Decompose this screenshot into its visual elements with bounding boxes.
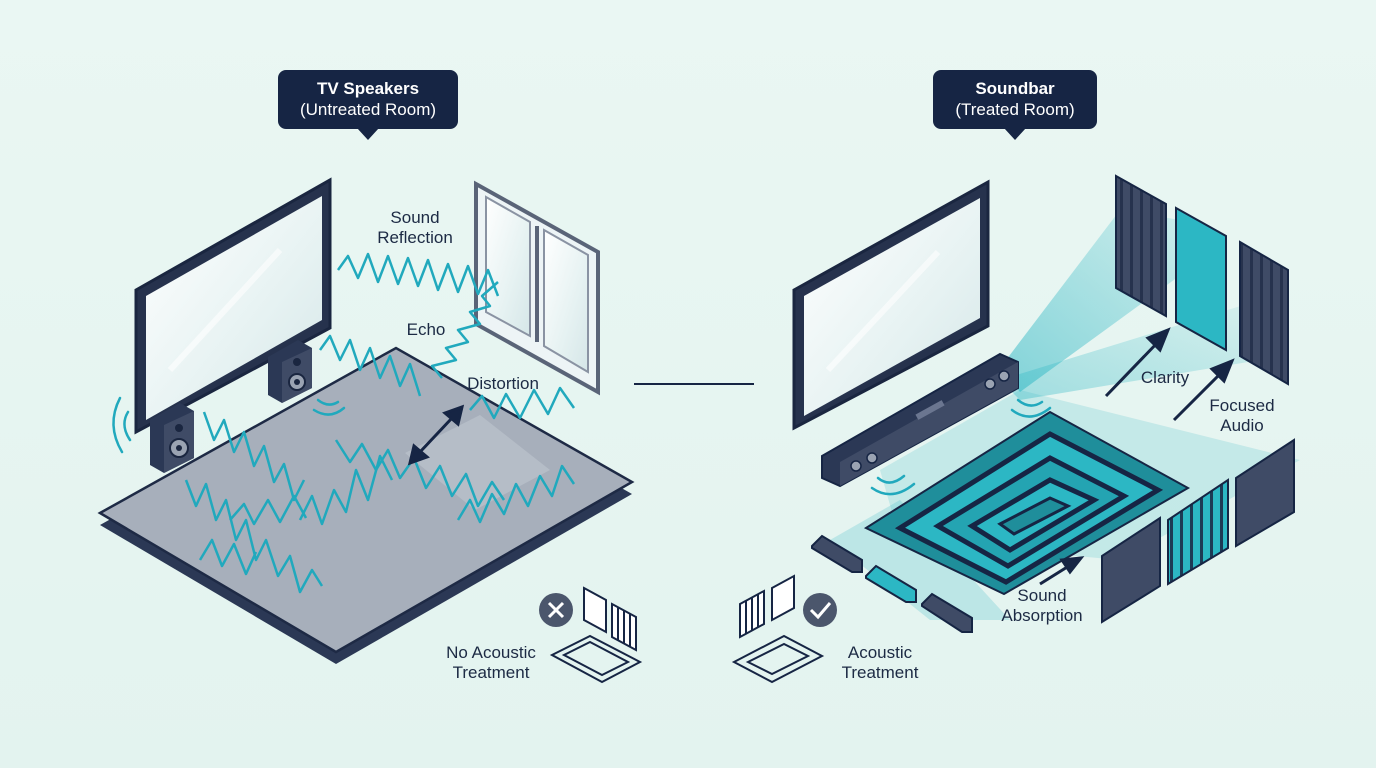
x-circle-icon xyxy=(539,593,573,627)
clarity-label: Clarity xyxy=(1132,368,1198,388)
sound-reflection-label: Sound Reflection xyxy=(372,208,458,248)
treatment-legend: Acoustic Treatment xyxy=(832,643,928,683)
sound-absorption-label: Sound Absorption xyxy=(990,586,1094,626)
striped-panels-icon xyxy=(740,576,794,637)
left-header-callout: TV Speakers (Untreated Room) xyxy=(278,70,458,129)
left-header-subtitle: (Untreated Room) xyxy=(292,99,444,120)
no-treatment-legend: No Acoustic Treatment xyxy=(436,643,546,683)
distortion-label: Distortion xyxy=(458,374,548,394)
left-header-title: TV Speakers xyxy=(292,78,444,99)
right-header-subtitle: (Treated Room) xyxy=(947,99,1083,120)
left-tv xyxy=(136,180,330,432)
check-circle-icon xyxy=(803,593,837,627)
treated-rug-icon xyxy=(734,636,822,682)
right-header-callout: Soundbar (Treated Room) xyxy=(933,70,1097,129)
focused-audio-label: Focused Audio xyxy=(1200,396,1284,436)
empty-panels-icon xyxy=(584,588,636,650)
echo-label: Echo xyxy=(396,320,456,340)
right-header-title: Soundbar xyxy=(947,78,1083,99)
